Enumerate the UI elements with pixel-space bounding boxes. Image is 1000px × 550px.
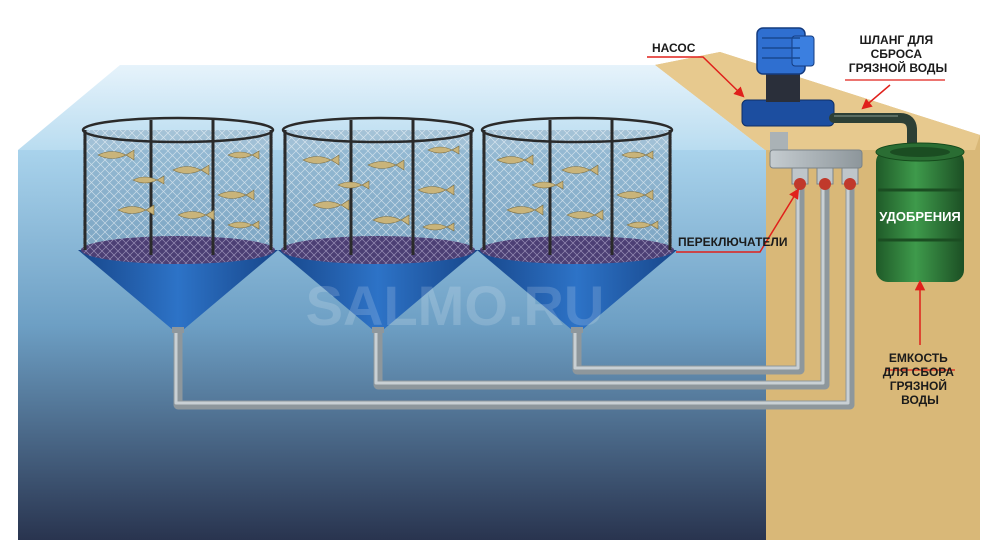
barrel-label: УДОБРЕНИЯ	[879, 209, 961, 224]
watermark: SALMO.RU	[306, 274, 605, 337]
label-tank: ЕМКОСТЬ ДЛЯ СБОРА ГРЯЗНОЙ ВОДЫ	[883, 351, 958, 407]
cage-bottom	[281, 236, 475, 264]
cage-2	[278, 116, 478, 333]
cage-cone	[278, 250, 478, 330]
electric-pump-icon	[741, 27, 835, 127]
label-pump: НАСОС	[652, 41, 696, 55]
pointer-pump	[647, 56, 745, 98]
pointer-lines	[647, 56, 926, 345]
cage-bottom	[480, 236, 674, 264]
fish-icon	[97, 149, 260, 230]
drain-pipes	[173, 175, 855, 410]
label-hose: ШЛАНГ ДЛЯ СБРОСА ГРЯЗНОЙ ВОДЫ	[849, 33, 947, 75]
manifold	[769, 132, 863, 190]
valve-icon	[791, 167, 859, 190]
cage-3	[477, 116, 677, 333]
fish-icon	[496, 150, 659, 230]
water-surface	[18, 65, 765, 150]
pointer-hose	[861, 84, 891, 110]
label-switches: ПЕРЕКЛЮЧАТЕЛИ	[678, 235, 787, 249]
barrel-icon	[875, 142, 965, 282]
fish-icon	[302, 145, 460, 232]
cage-1	[78, 116, 278, 333]
cage-cone	[477, 250, 677, 330]
label-underlines	[845, 79, 955, 371]
pipe-cage-3	[572, 175, 805, 375]
cage-bottom	[81, 236, 275, 264]
discharge-hose	[829, 113, 917, 167]
pipe-cage-2	[373, 175, 830, 390]
pointer-switches	[676, 188, 800, 253]
pipe-cage-1	[173, 175, 855, 410]
cage-cone	[78, 250, 278, 330]
